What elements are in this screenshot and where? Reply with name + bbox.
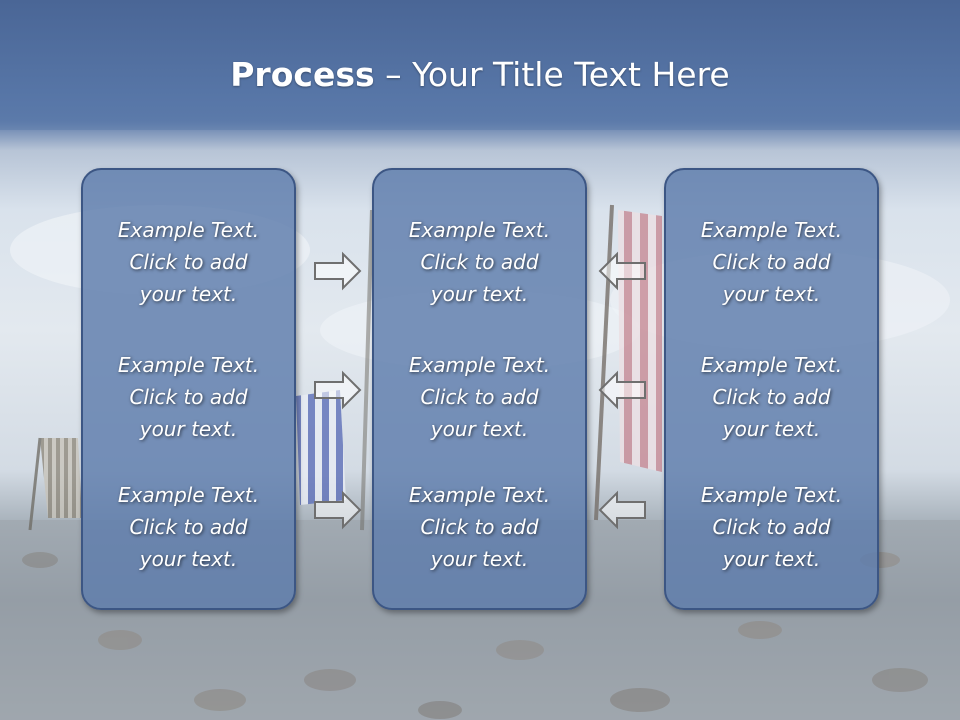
arrow-right-icon[interactable] (313, 370, 363, 410)
text-line: your text. (722, 282, 821, 306)
text-line: Example Text. (408, 483, 551, 507)
text-line: Example Text. (700, 218, 843, 242)
process-panel-center[interactable]: Example Text. Click to add your text. Ex… (372, 168, 587, 610)
text-line: your text. (722, 547, 821, 571)
text-placeholder[interactable]: Example Text. Click to add your text. (666, 479, 877, 575)
arrow-left-icon[interactable] (597, 251, 647, 291)
text-line: Click to add (129, 250, 248, 274)
text-line: Click to add (420, 385, 539, 409)
arrow-left-icon[interactable] (597, 490, 647, 530)
text-line: Example Text. (700, 353, 843, 377)
arrow-right-icon[interactable] (313, 251, 363, 291)
text-line: your text. (139, 547, 238, 571)
deck-chair-left (28, 437, 82, 531)
text-line: Example Text. (117, 353, 260, 377)
text-line: Example Text. (408, 353, 551, 377)
text-line: Click to add (129, 385, 248, 409)
arrow-left-icon[interactable] (597, 370, 647, 410)
text-line: Example Text. (117, 218, 260, 242)
title-rest: – Your Title Text Here (374, 55, 730, 94)
text-line: Click to add (420, 250, 539, 274)
text-line: Click to add (712, 250, 831, 274)
text-line: your text. (430, 547, 529, 571)
process-panel-right[interactable]: Example Text. Click to add your text. Ex… (664, 168, 879, 610)
text-line: Click to add (420, 515, 539, 539)
text-placeholder[interactable]: Example Text. Click to add your text. (374, 349, 585, 445)
text-placeholder[interactable]: Example Text. Click to add your text. (666, 214, 877, 310)
text-placeholder[interactable]: Example Text. Click to add your text. (83, 214, 294, 310)
arrow-right-icon[interactable] (313, 490, 363, 530)
text-line: your text. (139, 282, 238, 306)
text-placeholder[interactable]: Example Text. Click to add your text. (666, 349, 877, 445)
text-line: Example Text. (117, 483, 260, 507)
title-band (0, 0, 960, 130)
text-line: Click to add (712, 385, 831, 409)
process-panel-left[interactable]: Example Text. Click to add your text. Ex… (81, 168, 296, 610)
text-line: your text. (430, 417, 529, 441)
text-placeholder[interactable]: Example Text. Click to add your text. (374, 214, 585, 310)
text-line: your text. (139, 417, 238, 441)
text-line: Example Text. (700, 483, 843, 507)
text-line: Click to add (712, 515, 831, 539)
page-title[interactable]: Process – Your Title Text Here (0, 52, 960, 98)
text-line: Example Text. (408, 218, 551, 242)
title-bold: Process (230, 55, 375, 94)
text-placeholder[interactable]: Example Text. Click to add your text. (374, 479, 585, 575)
text-line: your text. (722, 417, 821, 441)
text-line: your text. (430, 282, 529, 306)
deck-chair-frame (360, 209, 374, 531)
text-placeholder[interactable]: Example Text. Click to add your text. (83, 349, 294, 445)
pebbles (22, 552, 928, 719)
text-placeholder[interactable]: Example Text. Click to add your text. (83, 479, 294, 575)
text-line: Click to add (129, 515, 248, 539)
deck-chair-blue (296, 390, 346, 505)
